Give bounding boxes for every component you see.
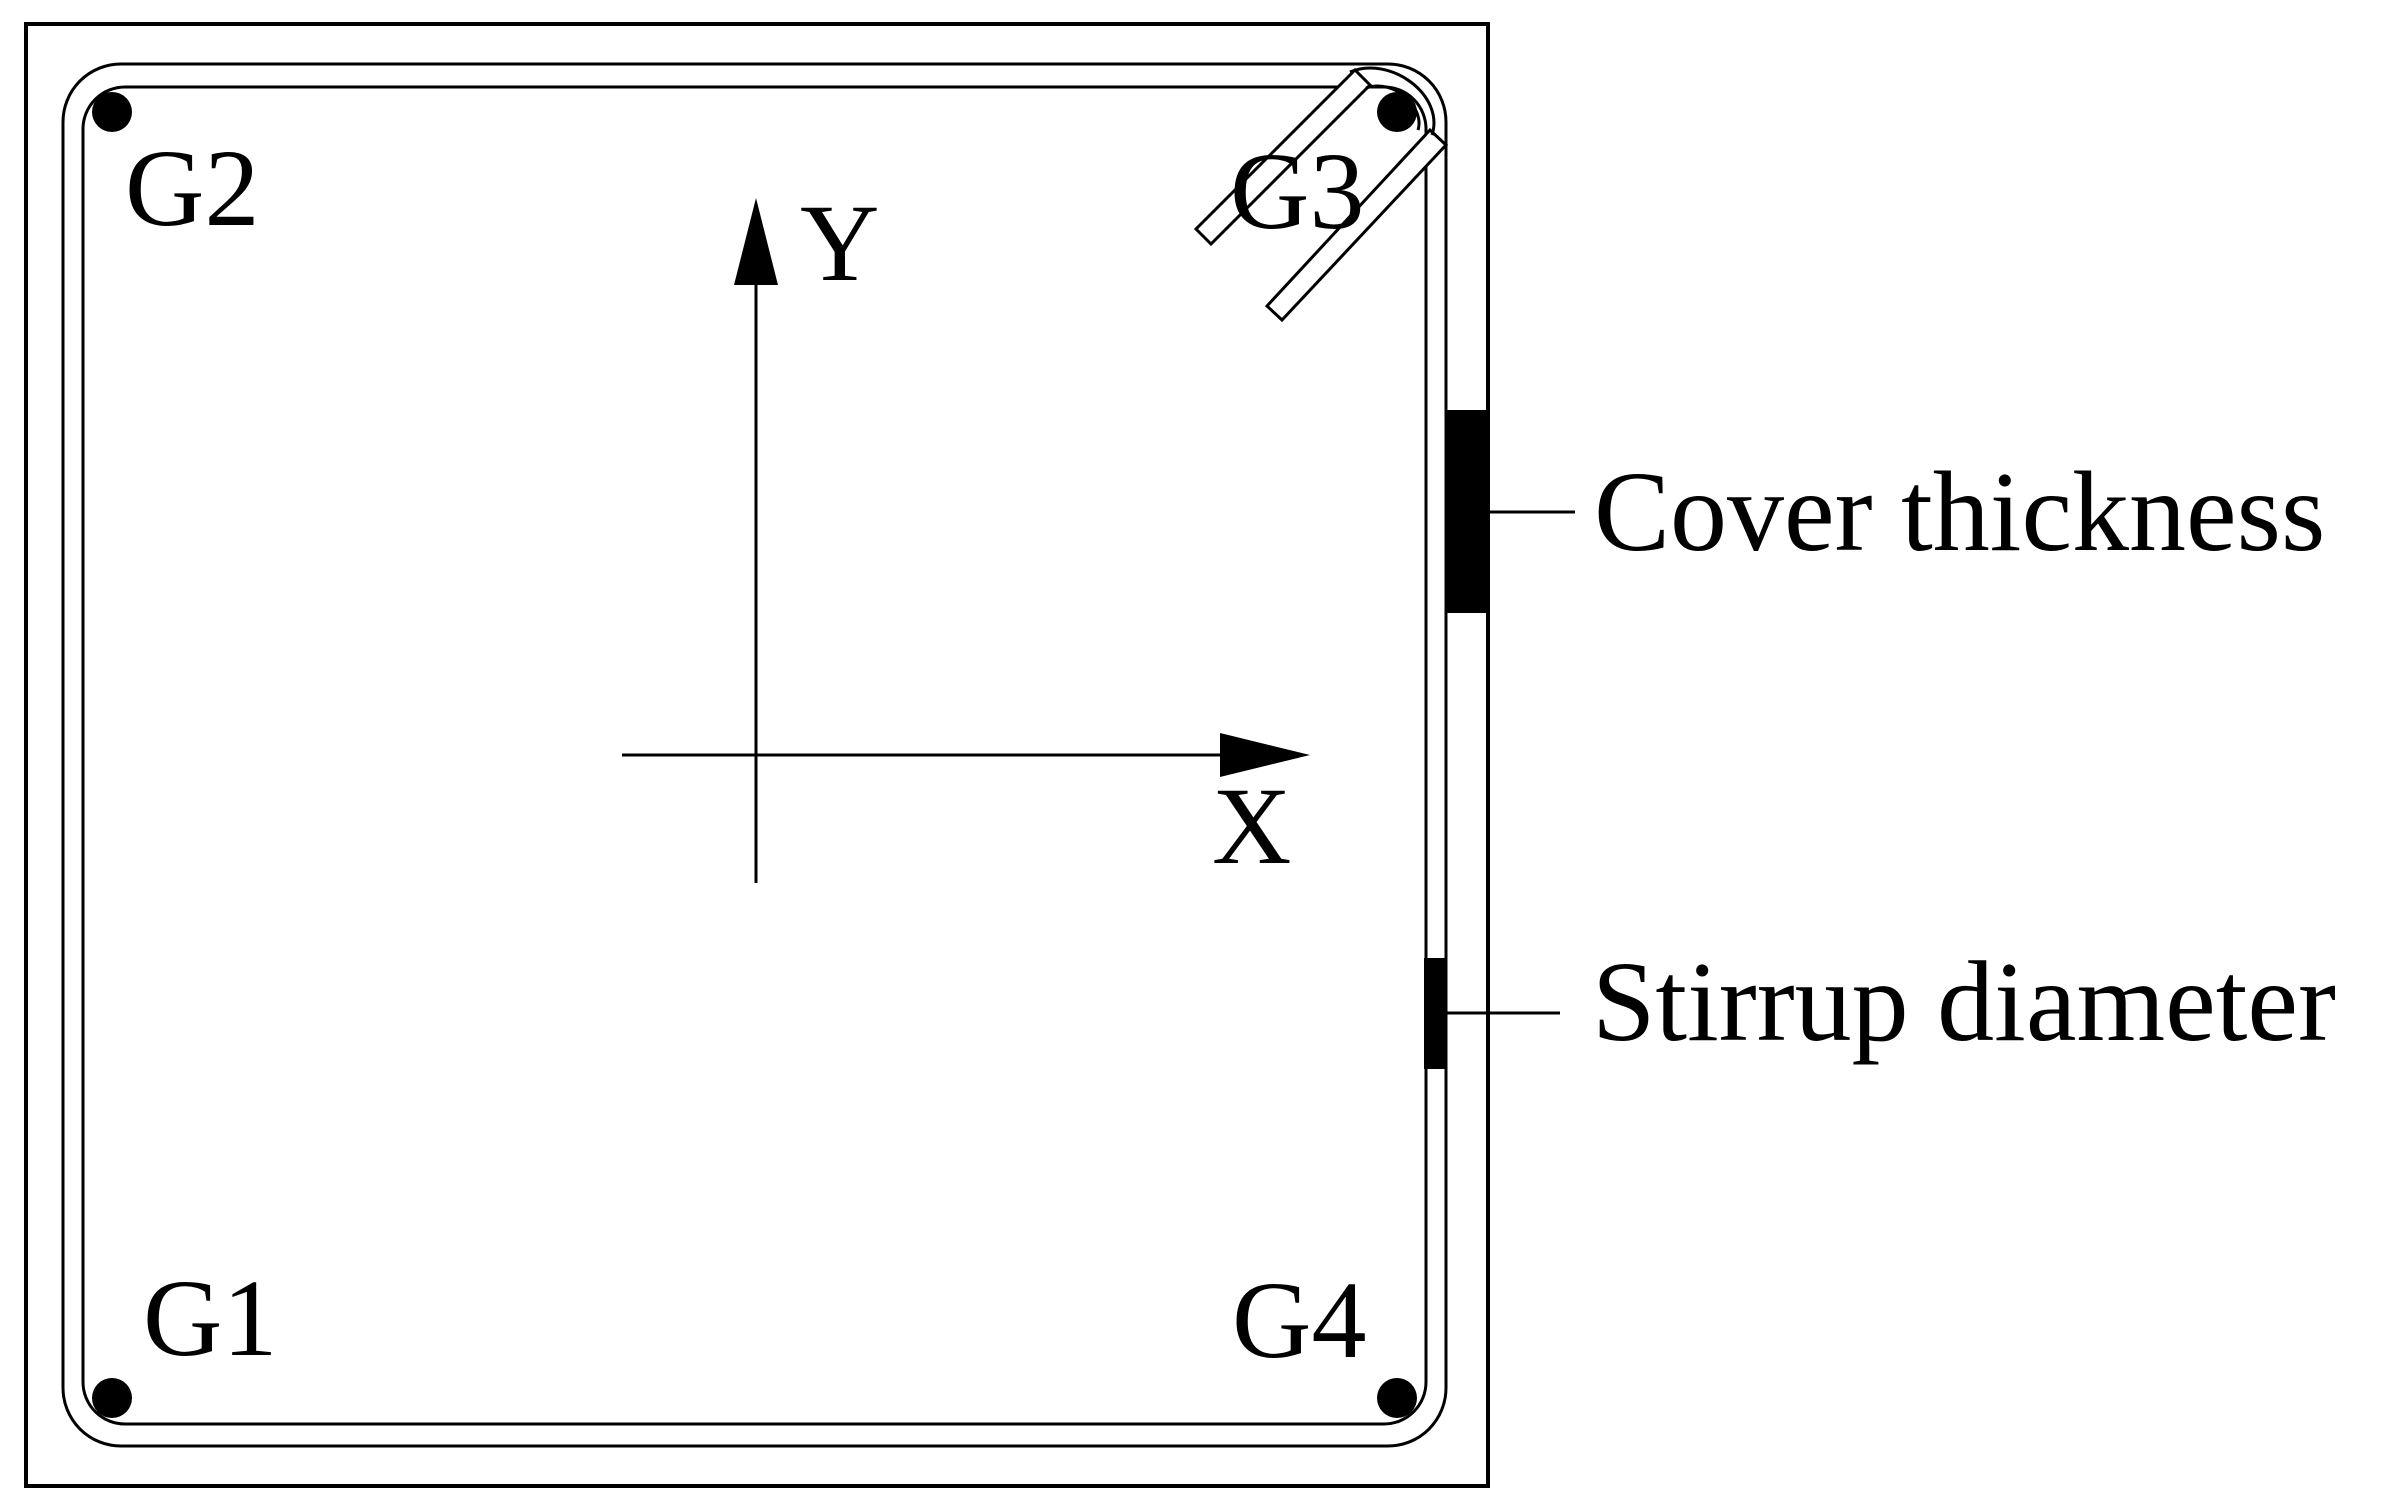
- y-axis-arrowhead: [734, 198, 778, 285]
- stirrup-outer-line: [61, 62, 1448, 1448]
- rebar-g4-dot: [1377, 1378, 1417, 1418]
- rebar-g4-label: G4: [1232, 1259, 1366, 1381]
- rebar-g2-dot: [92, 92, 132, 132]
- cover-thickness-label: Cover thickness: [1594, 448, 2325, 575]
- rebar-g2-label: G2: [125, 127, 259, 249]
- rebar-g3-dot: [1377, 92, 1417, 132]
- stirrup-diameter-label: Stirrup diameter: [1592, 938, 2336, 1065]
- stirrup-diameter-marker: [1424, 958, 1446, 1069]
- y-axis-label: Y: [800, 182, 879, 304]
- stirrup-inner-line: [81, 85, 1428, 1426]
- x-axis-label: X: [1212, 765, 1291, 887]
- rebar-g3-label: G3: [1230, 130, 1364, 252]
- rebar-g1-label: G1: [143, 1257, 277, 1379]
- rebar-g1-dot: [92, 1378, 132, 1418]
- x-axis-arrowhead: [1220, 733, 1310, 777]
- concrete-section-outline: [24, 22, 1490, 1488]
- stirrup-hook: [1193, 66, 1449, 323]
- cover-thickness-marker: [1446, 410, 1487, 613]
